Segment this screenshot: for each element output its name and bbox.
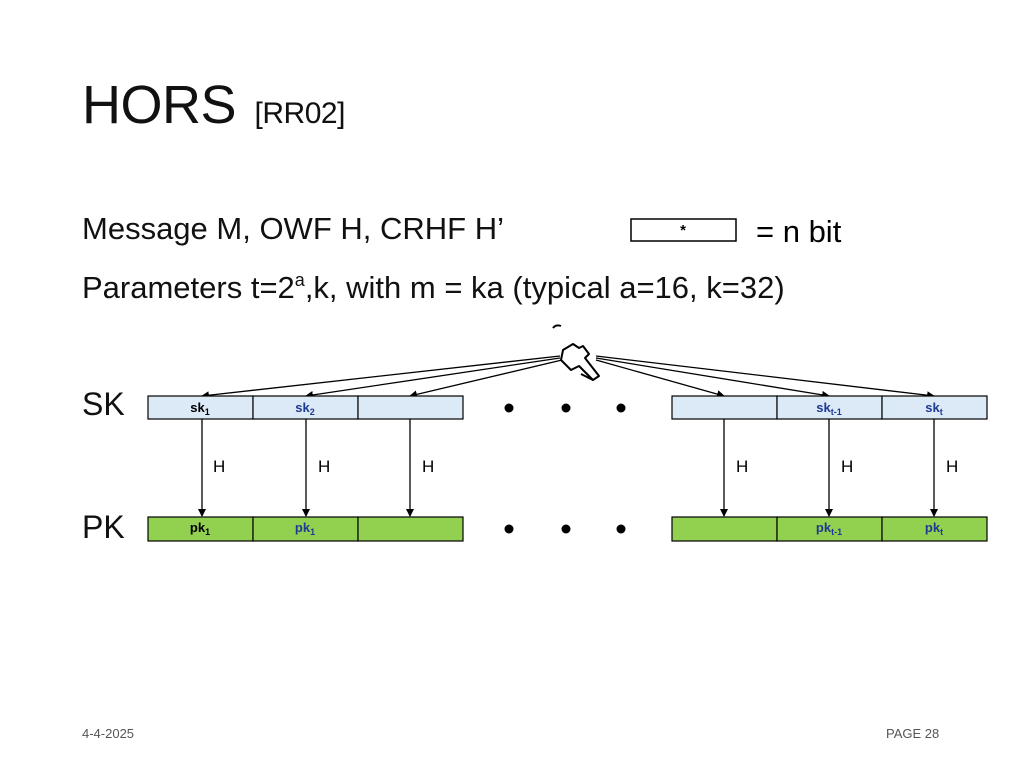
selection-arrow [409, 359, 563, 399]
selection-arrows [201, 355, 935, 400]
pk-cell-labels: pk1 pk1 pkt-1 pkt [190, 520, 943, 537]
pk-cell [671, 516, 778, 542]
hash-labels: H H H H H H [213, 457, 958, 476]
sk-ellipsis [504, 403, 626, 413]
hash-label: H [213, 457, 225, 476]
pk-cell [881, 516, 988, 542]
hash-label: H [422, 457, 434, 476]
pk-ellipsis [504, 524, 626, 534]
footer-date: 4-4-2025 [82, 726, 135, 741]
pk-cell-label: pk1 [295, 520, 315, 537]
parameters-exponent: a [294, 270, 305, 290]
selection-arrow [595, 359, 725, 398]
sk-cell-label: sk2 [295, 400, 314, 417]
hash-label: H [946, 457, 958, 476]
pk-cell-label: pkt-1 [816, 520, 842, 537]
selection-arrow [595, 357, 830, 399]
hash-output-box-label: * [680, 222, 686, 239]
ellipsis-dot [616, 403, 626, 413]
selection-arrow [201, 355, 561, 400]
ellipsis-dot [504, 524, 514, 534]
ellipsis-dot [561, 403, 571, 413]
pk-cell-label: pk1 [190, 520, 210, 537]
pk-cell [357, 516, 464, 542]
pk-cell [776, 516, 883, 542]
hash-label: H [736, 457, 748, 476]
ellipsis-dot [561, 524, 571, 534]
sk-row-label: SK [82, 386, 125, 422]
selection-arrow [305, 357, 561, 399]
pk-row [147, 516, 988, 542]
ellipsis-dot [616, 524, 626, 534]
title-reference: [RR02] [254, 97, 346, 130]
sk-row [147, 395, 988, 420]
sk-cell-label: skt [925, 400, 942, 417]
pointing-hand-icon [552, 324, 600, 381]
pk-row-label: PK [82, 509, 125, 545]
hash-label: H [318, 457, 330, 476]
pk-cell [147, 516, 254, 542]
pk-cell-label: pkt [925, 520, 943, 537]
sk-cell-label: sk1 [190, 400, 209, 417]
hash-label: H [841, 457, 853, 476]
hash-output-size: = n bit [756, 214, 842, 249]
selection-arrow [595, 355, 935, 400]
title-text: HORS [82, 75, 237, 135]
parameters-line: Parameters t=2a,k, with m = ka (typical … [82, 271, 785, 303]
hash-output-box [630, 218, 737, 242]
parameters-text-rest: ,k, with m = ka (typical a=16, k=32) [304, 270, 785, 305]
ellipsis-dot [504, 403, 514, 413]
sk-cell-label: skt-1 [816, 400, 841, 417]
hash-arrows [198, 419, 938, 517]
sk-cell [671, 395, 778, 420]
sk-cell [357, 395, 464, 420]
sk-cell-labels: sk1 sk2 skt-1 skt [190, 400, 942, 417]
footer-page-number: PAGE 28 [886, 726, 940, 741]
slide-title: HORS [RR02] [82, 78, 345, 132]
message-line: Message M, OWF H, CRHF H’ [82, 211, 504, 246]
parameters-text: Parameters t=2 [82, 270, 295, 305]
